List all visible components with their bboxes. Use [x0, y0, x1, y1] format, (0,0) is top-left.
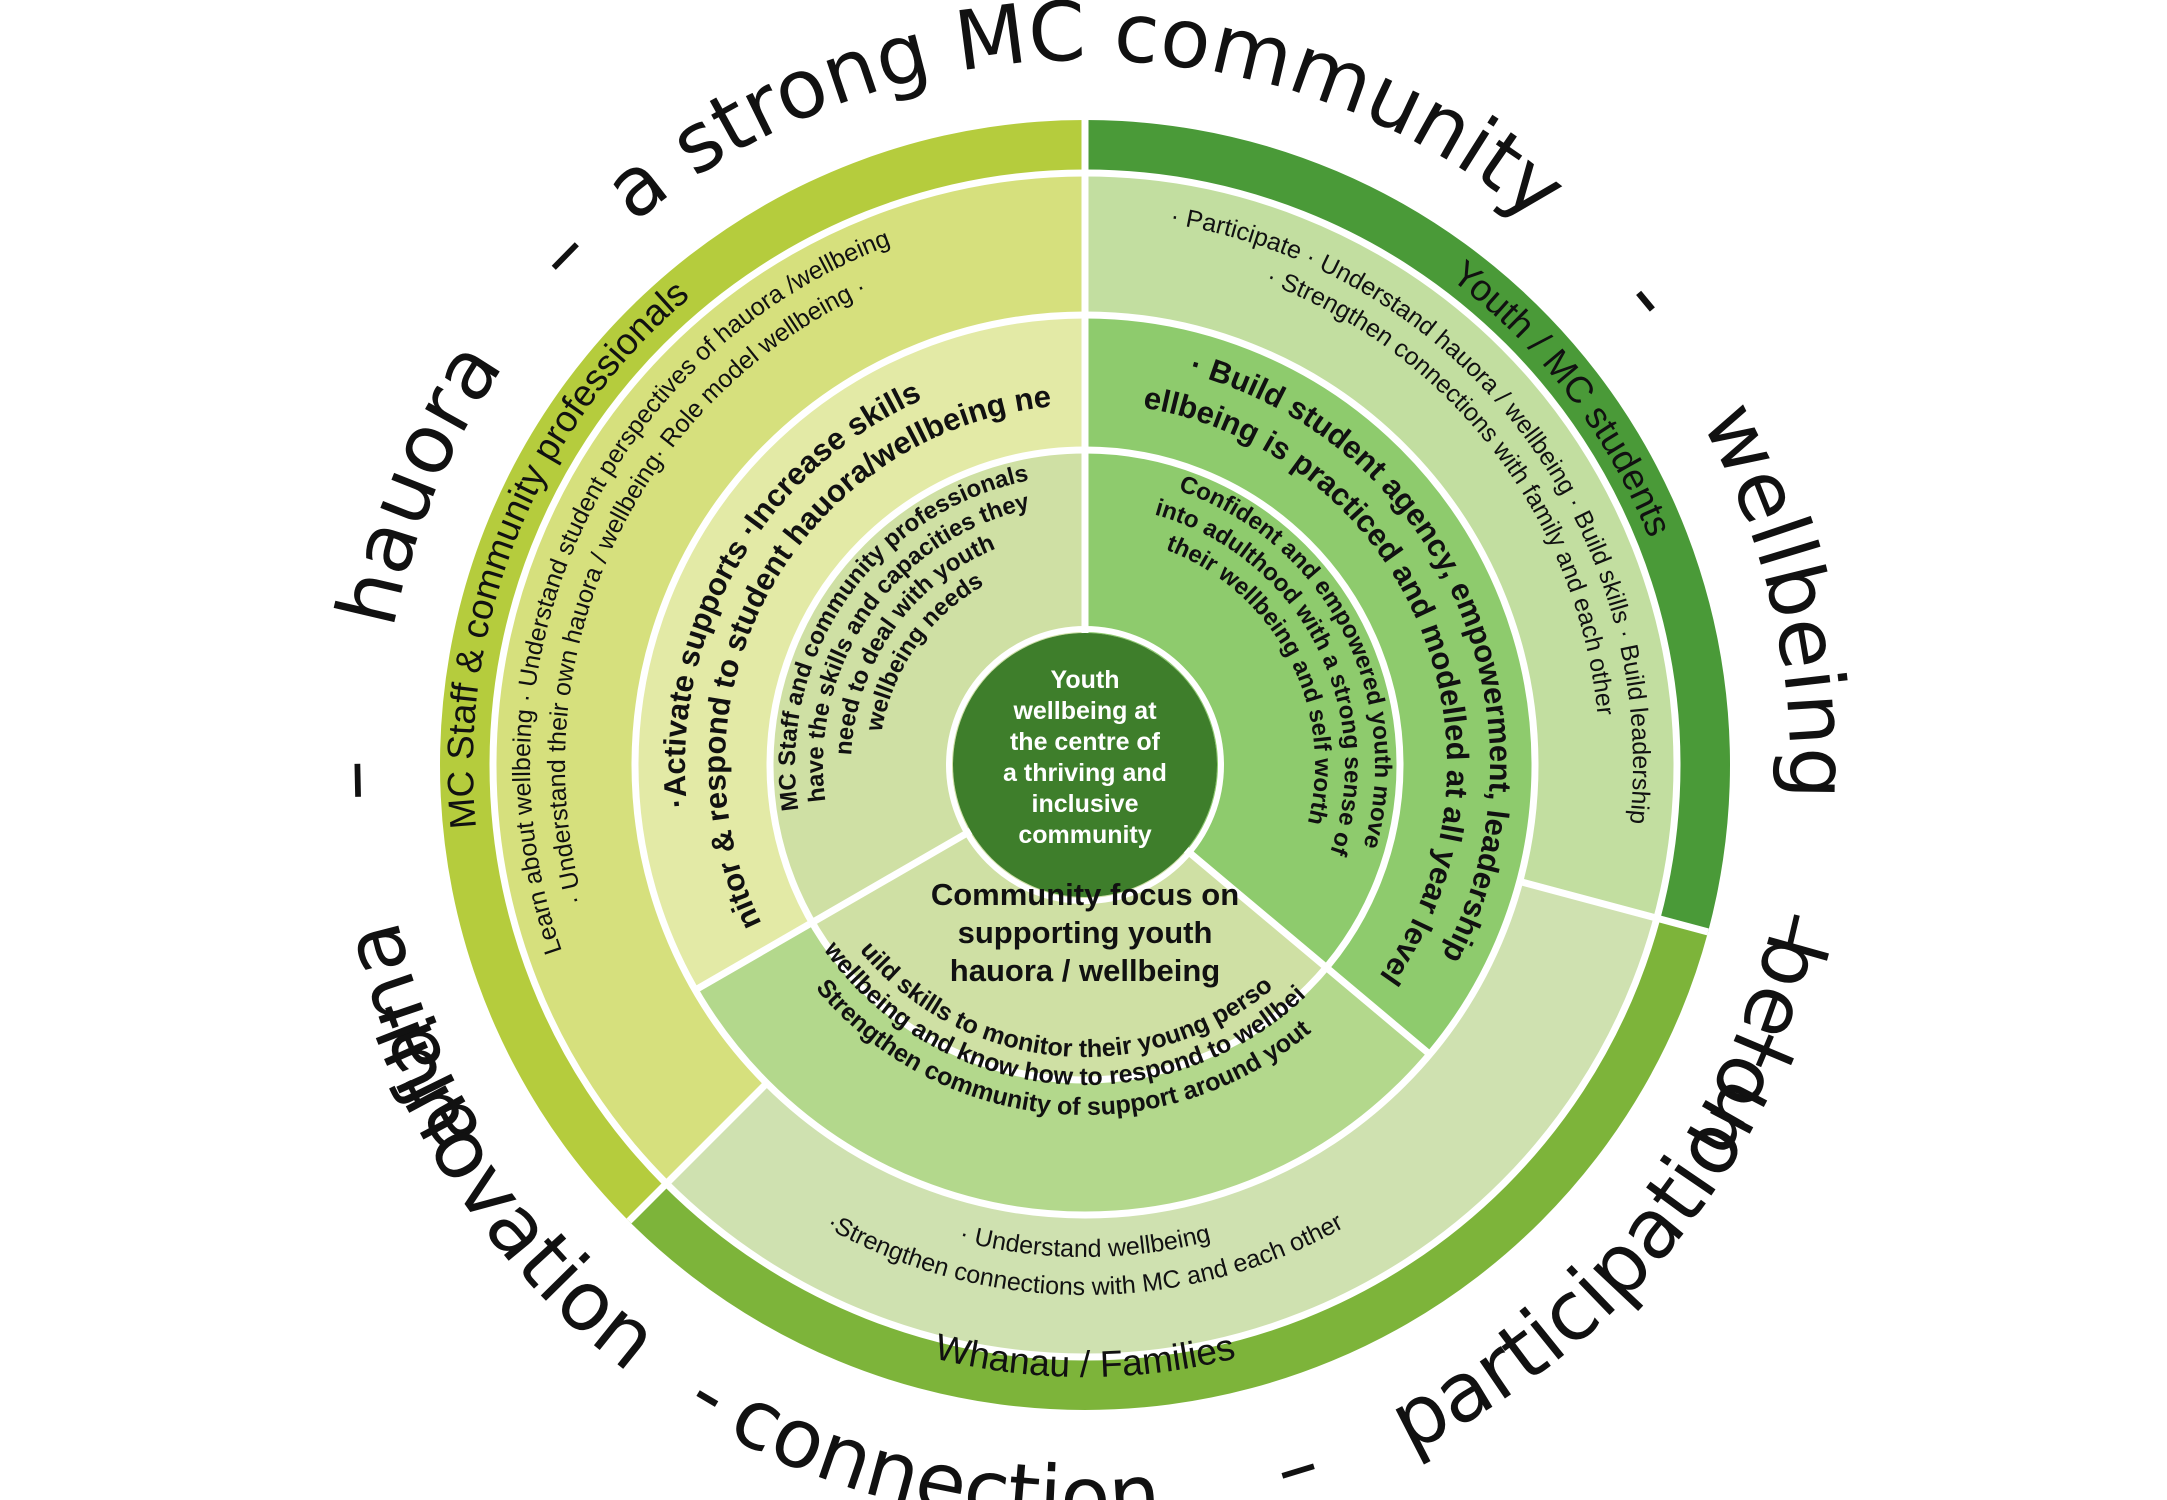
center-text-line: the centre of — [1010, 728, 1161, 756]
radial-separator-line — [1183, 847, 1432, 1057]
segment-rings — [439, 120, 1731, 1411]
center-text-line: Youth — [1051, 666, 1120, 694]
whanau-outcome-line: hauora / wellbeing — [950, 953, 1220, 988]
whanau-outcome-line: supporting youth — [958, 915, 1213, 950]
staff-roles-ring — [493, 173, 1086, 1184]
radial-separators — [626, 120, 1709, 1224]
center-text-line: inclusive — [1032, 790, 1139, 818]
staff-actions-ring — [635, 315, 1085, 990]
whanau-actions-ring — [695, 922, 1430, 1215]
radial-separator-line — [626, 1080, 770, 1224]
youth-roles-ring — [1085, 173, 1678, 919]
center-disc — [953, 633, 1217, 897]
whanau-outer-ring — [628, 918, 1709, 1411]
staff-outcome-ring — [769, 450, 1085, 923]
whanau-roles-ring — [666, 881, 1657, 1358]
outer-slogan-word: – — [1263, 1415, 1330, 1500]
staff-outer-ring — [439, 120, 1085, 1222]
outer-slogan-word: - — [1603, 256, 1695, 339]
center-text-line: community — [1018, 821, 1151, 849]
whanau-outcome-line: Community focus on — [931, 877, 1239, 912]
center-text-line: wellbeing at — [1012, 697, 1157, 725]
whanau-outcome-ring — [812, 831, 1327, 1080]
youth-actions-ring — [1085, 315, 1535, 1055]
youth-outcome-ring — [1085, 450, 1400, 968]
radial-separator-line — [693, 827, 973, 994]
radial-separator-line — [1518, 878, 1709, 936]
center-text-line: a thriving and — [1003, 759, 1167, 787]
outer-slogan-word: – — [513, 205, 610, 301]
outer-slogan-word: – — [305, 759, 401, 802]
